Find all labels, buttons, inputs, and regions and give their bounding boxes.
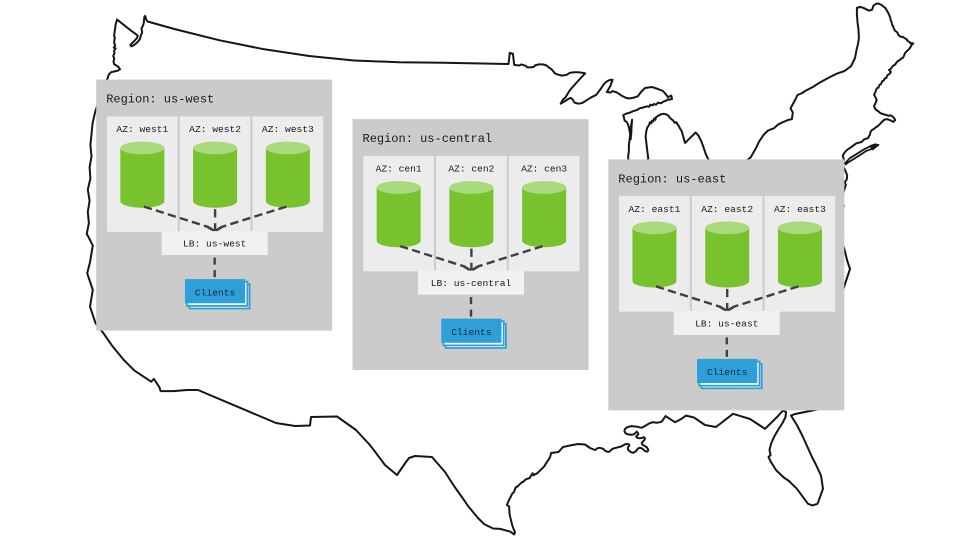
svg-text:Clients: Clients — [195, 287, 235, 298]
svg-text:Clients: Clients — [707, 367, 747, 378]
svg-text:Clients: Clients — [451, 327, 491, 338]
svg-text:AZ: cen3: AZ: cen3 — [521, 164, 567, 175]
svg-text:AZ: cen1: AZ: cen1 — [376, 164, 422, 175]
svg-text:LB: us-west: LB: us-west — [183, 239, 246, 250]
svg-text:LB: us-east: LB: us-east — [695, 318, 758, 329]
svg-text:Region: us-central: Region: us-central — [363, 132, 493, 146]
svg-text:AZ: east3: AZ: east3 — [774, 204, 826, 215]
svg-text:AZ: west3: AZ: west3 — [262, 124, 314, 135]
svg-text:Region: us-east: Region: us-east — [618, 172, 726, 186]
svg-text:Region: us-west: Region: us-west — [106, 93, 214, 107]
svg-text:AZ: west2: AZ: west2 — [189, 124, 241, 135]
svg-text:AZ: east1: AZ: east1 — [629, 204, 681, 215]
svg-text:AZ: cen2: AZ: cen2 — [448, 164, 494, 175]
svg-text:AZ: east2: AZ: east2 — [701, 204, 753, 215]
svg-text:LB: us-central: LB: us-central — [431, 278, 512, 289]
svg-text:AZ: west1: AZ: west1 — [116, 124, 168, 135]
